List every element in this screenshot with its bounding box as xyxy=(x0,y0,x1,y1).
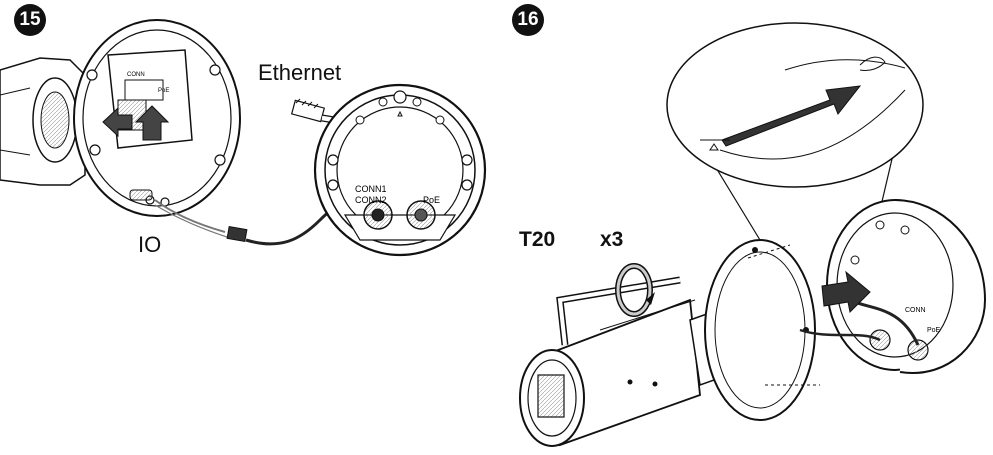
camera-back-plate xyxy=(73,19,241,217)
junction-base-step16 xyxy=(799,199,987,375)
step-16-badge: 16 xyxy=(512,4,544,36)
step-15-badge: 15 xyxy=(14,4,46,36)
camera-body-partial xyxy=(0,57,86,186)
screw-count-label: x3 xyxy=(600,228,624,251)
board-label-poe: PoE xyxy=(158,88,169,94)
io-label: IO xyxy=(138,232,162,257)
base-label-poe: PoE xyxy=(927,327,941,334)
bullet-camera xyxy=(519,239,820,447)
port-label-conn2: CONN2 xyxy=(355,195,387,205)
detail-callout xyxy=(666,22,924,241)
port-label-conn1: CONN1 xyxy=(355,184,387,194)
tool-label: T20 xyxy=(519,228,556,251)
t20-wrench xyxy=(556,263,681,346)
base-label-conn: CONN xyxy=(905,307,926,314)
board-label-conn: CONN xyxy=(127,72,145,78)
ethernet-label: Ethernet xyxy=(258,60,342,85)
junction-base-step15 xyxy=(313,83,487,257)
port-label-poe: PoE xyxy=(423,195,440,205)
